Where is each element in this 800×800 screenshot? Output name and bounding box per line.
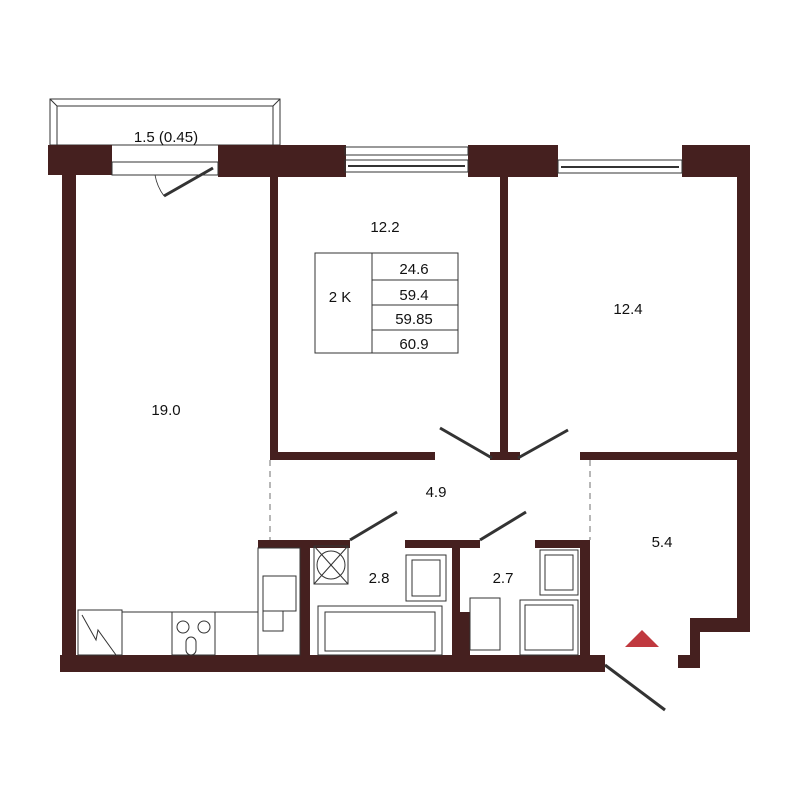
entrance-marker-icon [625, 630, 659, 647]
summary-value: 24.6 [399, 261, 428, 278]
summary-value: 59.85 [395, 311, 433, 328]
entry-area-label: 5.4 [652, 534, 673, 551]
apartment-type: 2 K [329, 289, 352, 306]
exterior-walls [48, 145, 750, 672]
summary-value: 60.9 [399, 336, 428, 353]
summary-value: 59.4 [399, 287, 428, 304]
bathroom-area-label: 2.8 [369, 570, 390, 587]
bedroom1-area-label: 12.2 [370, 219, 399, 236]
kitchen-fixtures [77, 547, 301, 656]
hall-area-label: 4.9 [426, 484, 447, 501]
bedroom2-area-label: 12.4 [613, 301, 642, 318]
balcony-area-label: 1.5 (0.45) [134, 129, 198, 146]
toilet-area-label: 2.7 [493, 570, 514, 587]
bathroom-fixtures [313, 545, 579, 656]
balcony [49, 98, 281, 146]
living-room-area-label: 19.0 [151, 402, 180, 419]
summary-table: 2 K 24.6 59.4 59.85 60.9 [314, 252, 459, 354]
windows [111, 146, 683, 176]
interior-walls [258, 175, 737, 655]
doors [154, 166, 666, 712]
